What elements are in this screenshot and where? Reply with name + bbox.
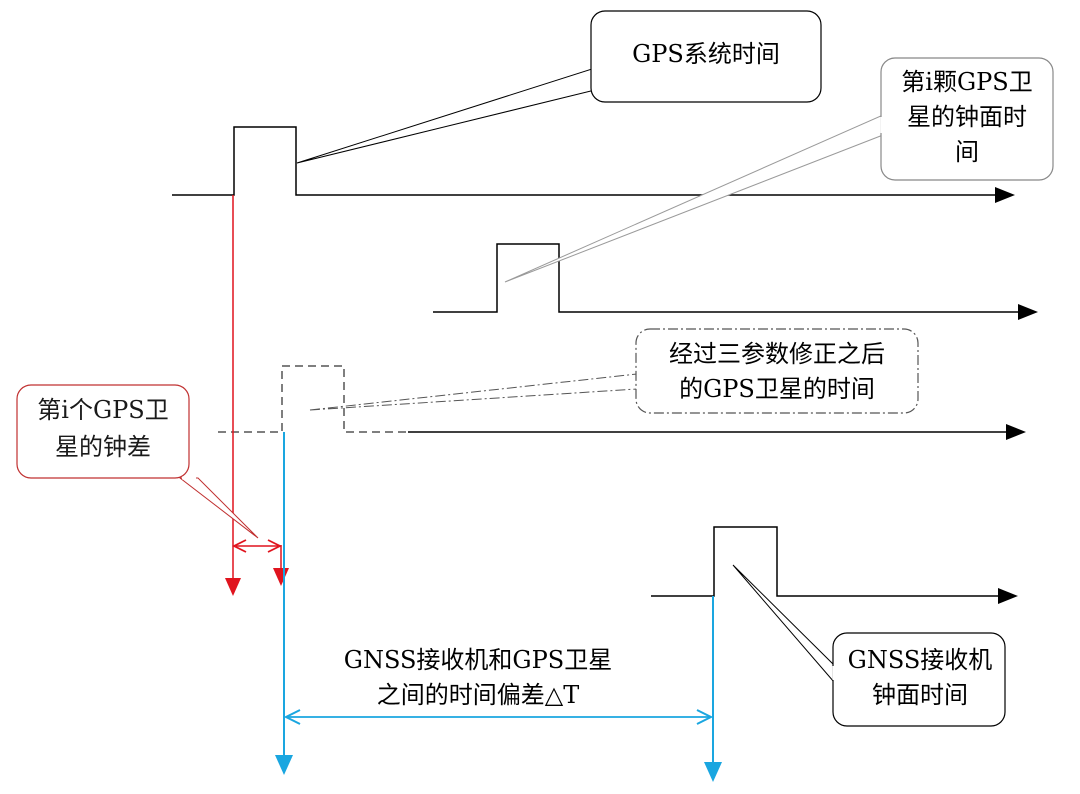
- red-arrow-left-icon: [231, 539, 247, 553]
- blue-arrow-right-icon: [696, 709, 714, 725]
- corrected-satellite-time-line: [218, 365, 1026, 440]
- satellite-clock-time-line: [433, 243, 1038, 320]
- clock-error-markers: [225, 195, 289, 596]
- corrected-satellite-time-label-line2: 的GPS卫星的时间: [679, 375, 875, 403]
- red-arrow-right-icon: [267, 539, 283, 553]
- red-arrow-down-icon: [273, 568, 289, 586]
- arrow-head-icon: [995, 187, 1015, 203]
- receiver-clock-time-label-line1: GNSS接收机: [848, 646, 993, 674]
- callout-gps-system-time: GPS系统时间: [296, 10, 822, 164]
- satellite-clock-time-label-line3: 间: [955, 138, 979, 166]
- satellite-clock-error-label-line2: 星的钟差: [55, 433, 151, 461]
- receiver-clock-time-label-line2: 钟面时间: [872, 681, 968, 709]
- satellite-clock-time-label-line1: 第i颗GPS卫: [901, 68, 1032, 96]
- blue-arrow-down-icon: [275, 755, 293, 775]
- gps-system-time-line: [172, 126, 1015, 203]
- time-offset-label: GNSS接收机和GPS卫星 之间的时间偏差△T: [344, 646, 612, 709]
- blue-arrow-down-icon: [704, 762, 722, 782]
- red-arrow-down-icon: [225, 578, 241, 596]
- arrow-head-icon: [1006, 424, 1026, 440]
- time-offset-label-line1: GNSS接收机和GPS卫星: [344, 646, 612, 674]
- arrow-head-icon: [1018, 304, 1038, 320]
- satellite-clock-error-label-line1: 第i个GPS卫: [37, 396, 168, 424]
- time-offset-markers: [275, 432, 722, 782]
- time-offset-label-line2: 之间的时间偏差△T: [377, 681, 579, 709]
- receiver-clock-time-line: [651, 526, 1018, 604]
- blue-arrow-left-icon: [283, 709, 301, 725]
- callout-corrected-satellite-time: 经过三参数修正之后 的GPS卫星的时间: [309, 328, 919, 414]
- arrow-head-icon: [998, 588, 1018, 604]
- gps-system-time-label: GPS系统时间: [632, 40, 780, 68]
- satellite-clock-time-label-line2: 星的钟面时: [907, 103, 1027, 131]
- callout-receiver-clock-time: GNSS接收机 钟面时间: [732, 564, 1006, 727]
- callout-satellite-clock-error: 第i个GPS卫 星的钟差: [16, 384, 259, 539]
- corrected-satellite-time-label-line1: 经过三参数修正之后: [669, 340, 885, 368]
- callout-satellite-clock-time: 第i颗GPS卫 星的钟面时 间: [504, 57, 1054, 283]
